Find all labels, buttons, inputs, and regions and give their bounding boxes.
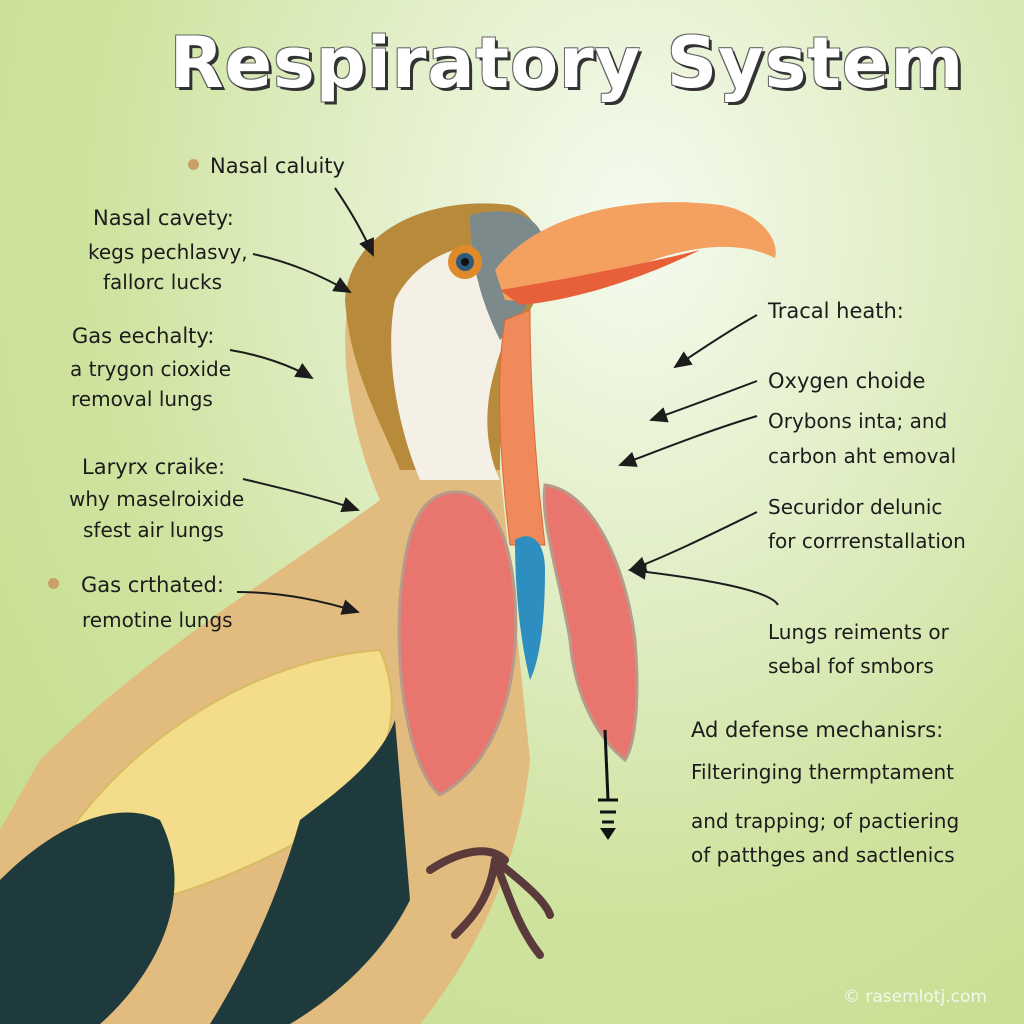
label-oxygen-choide-heading: Oxygen choide bbox=[768, 369, 926, 393]
label-laryrx-line1: why maselroixide bbox=[69, 487, 245, 511]
label-nasal-caluity: Nasal caluity bbox=[210, 154, 345, 178]
trachea bbox=[499, 309, 546, 546]
label-lungs-line1: Lungs reiments or bbox=[768, 620, 949, 644]
page-title: Respiratory System bbox=[169, 22, 965, 104]
label-securidor-line1: Securidor delunic bbox=[768, 495, 943, 519]
left-lung bbox=[397, 490, 518, 797]
label-gas-crthated-line1: remotine lungs bbox=[82, 608, 233, 632]
label-oxygen-line2: carbon aht emoval bbox=[768, 444, 957, 468]
watermark: © rasemlotj.com bbox=[843, 987, 987, 1007]
leader-arrows bbox=[229, 187, 779, 615]
label-nasal-cavety-line1: kegs pechlasvy, bbox=[88, 240, 248, 264]
bird-foot bbox=[426, 847, 554, 959]
bullet-dot bbox=[48, 578, 59, 589]
right-lung bbox=[542, 483, 639, 763]
label-tracal-heath: Tracal heath: bbox=[768, 299, 904, 323]
label-gas-eechalty-line2: removal lungs bbox=[71, 387, 213, 411]
label-laryrx-heading: Laryrx craike: bbox=[82, 455, 226, 479]
label-defense-line2: and trapping; of pactiering bbox=[691, 809, 960, 833]
label-defense-line3: of patthges and sactlenics bbox=[691, 843, 955, 867]
label-laryrx-line2: sfest air lungs bbox=[83, 518, 224, 542]
label-securidor-line2: for corrrenstallation bbox=[768, 529, 966, 553]
bullet-dot bbox=[188, 159, 199, 170]
label-gas-eechalty-heading: Gas eechalty: bbox=[72, 324, 215, 348]
bird-beak bbox=[495, 202, 776, 301]
label-gas-eechalty-line1: a trygon cioxide bbox=[70, 357, 232, 381]
label-gas-crthated-heading: Gas crthated: bbox=[81, 573, 224, 597]
label-defense-line1: Filteringing thermptament bbox=[691, 760, 955, 784]
label-nasal-cavety-line2: fallorc lucks bbox=[103, 270, 223, 294]
label-lungs-line2: sebal fof smbors bbox=[768, 654, 934, 678]
label-defense-heading: Ad defense mechanisrs: bbox=[691, 718, 944, 742]
label-nasal-cavety-heading: Nasal cavety: bbox=[93, 206, 234, 230]
bird-tail bbox=[0, 812, 175, 1024]
label-oxygen-line1: Orybons inta; and bbox=[768, 409, 948, 433]
